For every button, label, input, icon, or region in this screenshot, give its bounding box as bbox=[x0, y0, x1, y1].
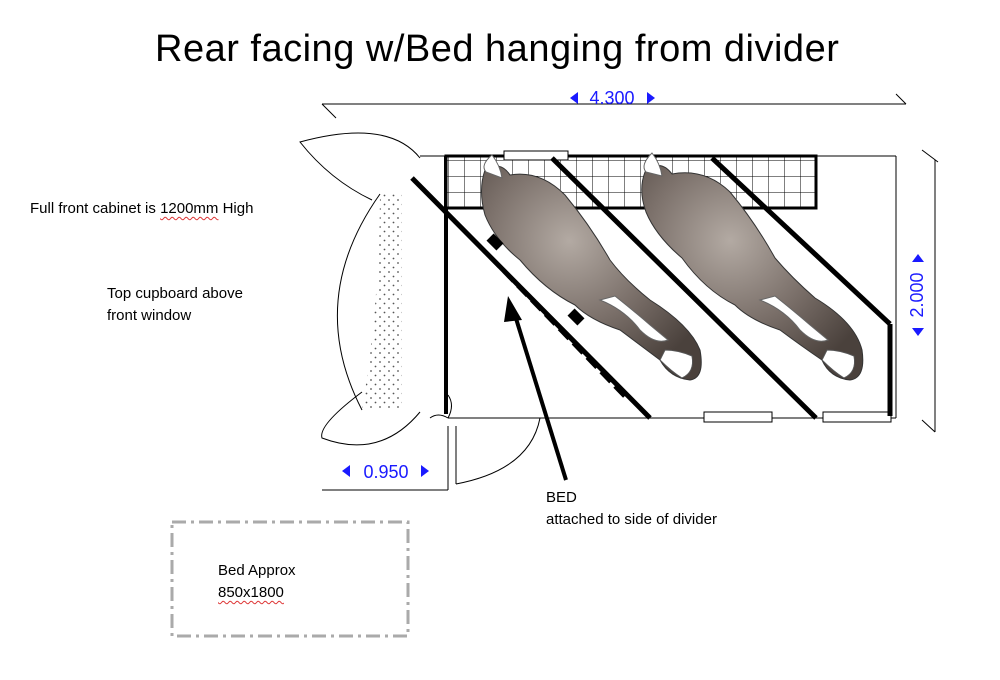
horse-2 bbox=[641, 152, 864, 381]
cabinet-note-height: 1200mm bbox=[160, 200, 219, 217]
bed-size-line2: 850x1800 bbox=[218, 584, 284, 601]
bed-label-line1: BED bbox=[546, 489, 577, 506]
bed-dashed-line bbox=[460, 226, 630, 402]
bed-label: BED attached to side of divider bbox=[546, 487, 717, 531]
cupboard-note-line2: front window bbox=[107, 307, 192, 324]
width-dimension-label: 2.000 bbox=[907, 272, 927, 317]
bed-size-note: Bed Approx 850x1800 bbox=[218, 560, 296, 604]
cabinet-note-suffix: High bbox=[218, 200, 254, 217]
cabinet-note-prefix: Full front cabinet is bbox=[30, 200, 161, 217]
front-cupboard bbox=[299, 132, 421, 446]
diagram-title: Rear facing w/Bed hanging from divider bbox=[155, 28, 840, 70]
window-frames bbox=[503, 150, 892, 423]
cupboard-note-line1: Top cupboard above bbox=[107, 285, 243, 302]
door-dimension-label: 0.950 bbox=[363, 462, 408, 482]
stall-dividers bbox=[410, 156, 893, 420]
length-dimension bbox=[321, 92, 907, 119]
bed-pointer-arrow bbox=[504, 296, 568, 481]
width-dimension bbox=[912, 149, 939, 433]
bed-label-line2: attached to side of divider bbox=[546, 511, 717, 528]
cupboard-note: Top cupboard above front window bbox=[107, 283, 243, 327]
cabinet-note: Full front cabinet is 1200mm High bbox=[30, 198, 253, 220]
door-dimension bbox=[322, 426, 449, 491]
side-door bbox=[429, 394, 541, 485]
length-dimension-label: 4.300 bbox=[589, 88, 634, 108]
horse-1 bbox=[481, 154, 702, 381]
bed-size-box bbox=[170, 520, 410, 638]
bed-size-line1: Bed Approx bbox=[218, 562, 296, 579]
